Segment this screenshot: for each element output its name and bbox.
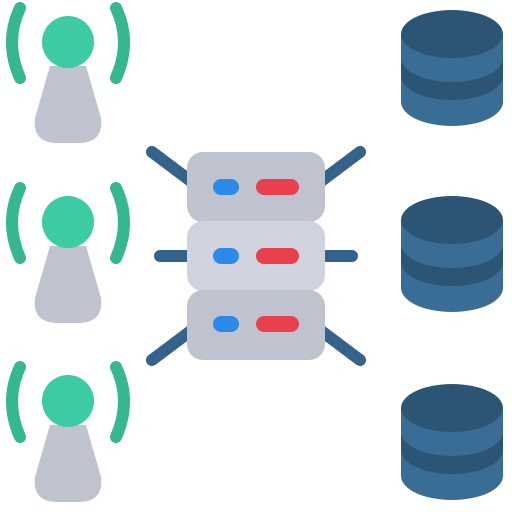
antenna-head xyxy=(42,16,94,68)
led-blue-indicator xyxy=(213,248,239,264)
signal-wave-right xyxy=(110,361,130,443)
led-blue-indicator xyxy=(213,316,239,332)
database-icon xyxy=(401,10,503,126)
signal-wave-left xyxy=(6,2,26,84)
connector-bottom-left xyxy=(146,324,198,366)
db-top-cap xyxy=(401,384,503,432)
db-top-cap xyxy=(401,10,503,58)
signal-wave-left xyxy=(6,182,26,264)
led-red-indicator xyxy=(256,248,299,264)
antenna-head xyxy=(42,375,94,427)
database-icon xyxy=(401,196,503,312)
server-unit-bottom xyxy=(187,290,325,360)
database-icon xyxy=(401,384,503,500)
led-red-indicator xyxy=(256,179,299,195)
antenna-icon xyxy=(6,182,130,323)
server-connectors xyxy=(146,146,366,366)
db-top-cap xyxy=(401,196,503,244)
antenna-base xyxy=(34,246,102,323)
antenna-icon xyxy=(6,2,130,143)
antenna-head xyxy=(42,196,94,248)
server-rack-icon xyxy=(146,146,366,366)
server-unit-top xyxy=(187,152,325,222)
connector-top-right xyxy=(314,146,366,188)
antenna-base xyxy=(34,425,102,502)
led-red-indicator xyxy=(256,316,299,332)
connector-bottom-right xyxy=(314,324,366,366)
server-unit-middle xyxy=(187,221,325,291)
antenna-icon xyxy=(6,361,130,502)
led-blue-indicator xyxy=(213,179,239,195)
server-body xyxy=(187,290,325,360)
connector-top-left xyxy=(146,146,198,188)
signal-wave-right xyxy=(110,2,130,84)
antenna-base xyxy=(34,66,102,143)
signal-wave-left xyxy=(6,361,26,443)
signal-wave-right xyxy=(110,182,130,264)
